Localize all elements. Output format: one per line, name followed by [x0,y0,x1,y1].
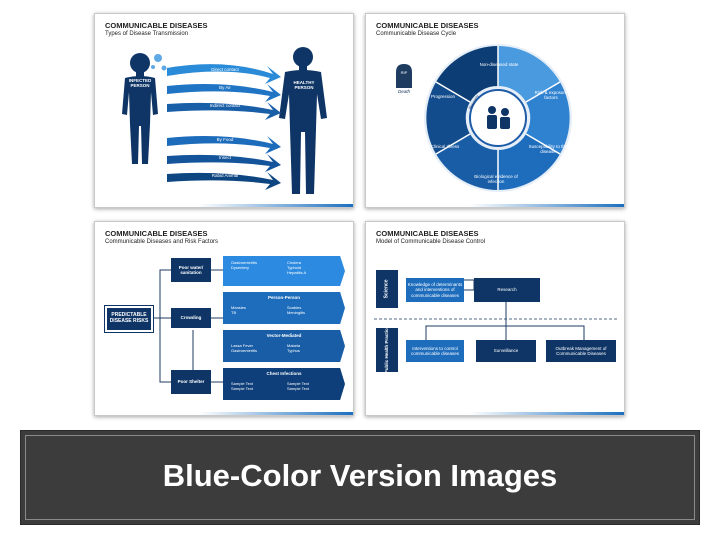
segment-risk-exposure: Risk & exposure factors [534,90,568,101]
transmission-graphic [122,47,327,194]
virus-icon [151,54,167,71]
outbreak-box: Outbreak Management of Communicable Dise… [546,340,616,362]
slide-subtitle: Communicable Diseases and Risk Factors [105,239,219,245]
doctor-patient-icon [487,106,510,129]
group-title: Vector-Mediated [266,333,302,338]
group-box-person-person [223,292,345,324]
science-label: Science [383,279,390,299]
research-box: Research [474,278,540,302]
segment-susceptibility: Susceptibility to the disease [528,144,568,155]
group-item: Sample Text [287,386,309,392]
group-box-chest-infections [223,368,345,400]
banner-frame [25,435,695,520]
slide-subtitle: Types of Disease Transmission [105,31,189,37]
rip-label: RIP [400,70,408,75]
knowledge-box: Knowledge of determinants and interventi… [406,278,464,302]
group-item: Typhoid [287,265,302,271]
healthy-person-icon [279,47,327,194]
group-item: Measles [231,305,246,310]
group-item: Sample Text [231,381,253,386]
slide-title: COMMUNICABLE DISEASES [105,21,208,30]
science-box: Science [376,270,398,308]
group-title: Chest Infections [266,371,302,376]
factor-poor-shelter: Poor Shelter [171,370,211,394]
transmission-arrows [167,64,281,190]
arrow-label-by-air: By Air [219,85,231,90]
surveillance-box: Surveillance [476,340,536,362]
risk-connectors [151,269,223,383]
arrow-label-rabid-animal: Rabid Animal [211,173,239,178]
control-connectors [374,279,618,340]
group-box-vector-mediated [223,330,345,362]
slide-disease-control-model[interactable]: COMMUNICABLE DISEASES Model of Communica… [365,221,625,416]
infected-person-icon [122,53,158,164]
death-label: Death [397,89,410,94]
banner-title: Blue-Color Version Images [162,458,558,493]
slide-footer-line [95,204,353,207]
group-item: Sample Text [287,381,309,386]
slide-subtitle: Model of Communicable Disease Control [376,239,486,245]
arrow-label-by-food: By Food [216,137,234,142]
slide-disease-transmission[interactable]: COMMUNICABLE DISEASES Types of Disease T… [94,13,354,208]
arrow-label-insect: Insect [218,155,231,160]
practice-label: Public Health Practice [384,326,390,374]
group-item: Dysentery [231,265,250,271]
slide-title: COMMUNICABLE DISEASES [105,229,208,238]
tombstone-icon [396,64,412,88]
factor-crowding: Crowding [171,308,211,328]
segment-clinical-illness: Clinical Illness [430,144,460,149]
slide-title: COMMUNICABLE DISEASES [376,21,479,30]
cycle-graphic [396,44,572,192]
group-item: Scabies [287,305,302,310]
slide-risk-factors[interactable]: COMMUNICABLE DISEASES Communicable Disea… [94,221,354,416]
group-item: Hepatitis A [287,270,307,276]
group-title: Person-Person [267,295,300,300]
group-item: Malaria [287,343,301,348]
segment-biological-evidence: Biological evidence of infection [474,174,518,185]
bottom-banner: Blue-Color Version Images [20,430,700,525]
group-item: Meningitis [287,310,306,316]
slide-footer-line [95,412,353,415]
practice-box: Public Health Practice [376,326,398,374]
group-item: Sample Text [231,386,253,392]
segment-non-diseased: Non-diseased state [479,62,519,67]
group-box-waterborne [223,256,345,286]
group-item: Lassa Fever [231,343,254,348]
slide-disease-cycle[interactable]: COMMUNICABLE DISEASES Communicable Disea… [365,13,625,208]
group-item: Typhus [287,348,300,354]
slide-footer-line [366,412,624,415]
group-item: Gastroenteritis [231,260,258,265]
healthy-person-label: HEALTHY PERSON [293,80,315,91]
interventions-box: Interventions to control communicable di… [406,340,464,362]
arrow-label-indirect-contact: Indirect contact [209,103,241,108]
slide-subtitle: Communicable Disease Cycle [376,31,457,37]
group-item: Cholera [287,260,302,265]
group-item: TB [231,310,237,316]
segment-progression: Progression [430,94,455,99]
slide-title: COMMUNICABLE DISEASES [376,229,479,238]
infected-person-label: INFECTED PERSON [128,78,152,89]
slide-footer-line [366,204,624,207]
factor-poor-water: Poor water/ sanitation [171,258,211,282]
predictable-disease-risks-box: PREDICTABLE DISEASE RISKS [104,305,154,333]
group-item: Gastroenteritis [231,348,258,354]
arrow-label-direct-contact: Direct contact [211,67,239,72]
